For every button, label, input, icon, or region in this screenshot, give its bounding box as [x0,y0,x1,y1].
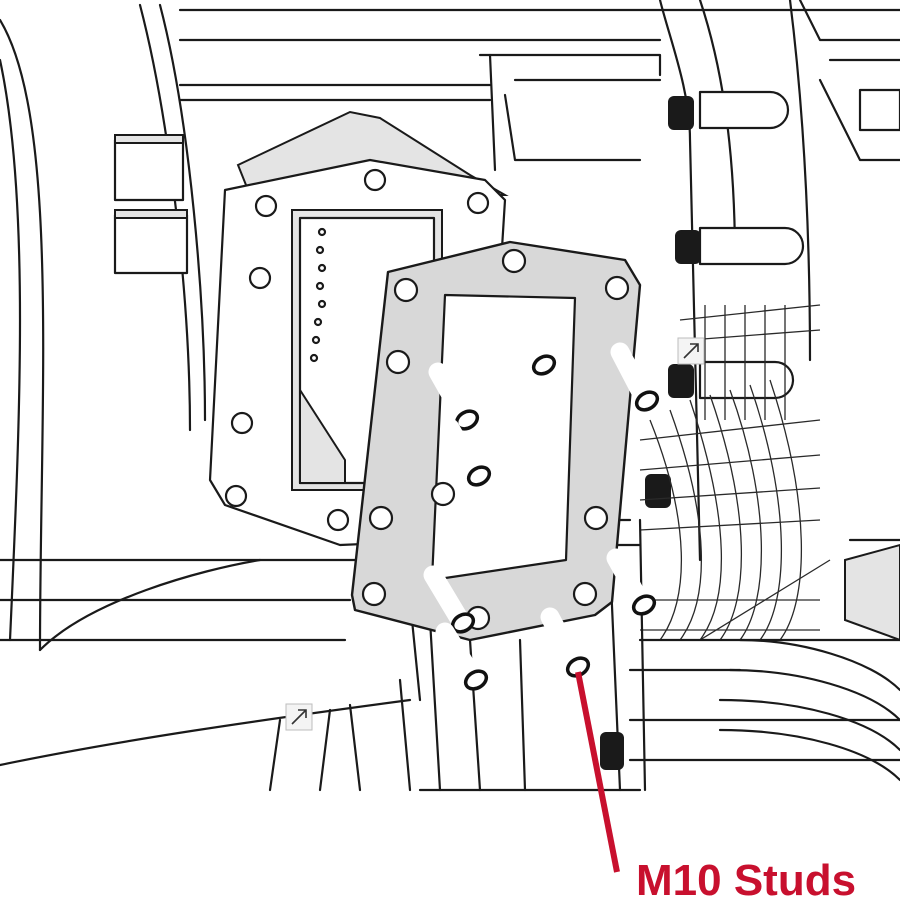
cooling-fins [639,304,831,641]
stud [610,342,660,412]
m10-studs [423,306,660,691]
nut [668,364,694,398]
arrow-up-right-icon [285,703,313,731]
stud [506,306,557,376]
nut [645,474,671,508]
stud [440,418,492,487]
nut [600,732,624,770]
stud [606,548,657,616]
nut [675,230,701,264]
stud [540,607,591,678]
arrow-up-right-icon [677,337,705,365]
nut [668,96,694,130]
callout-label: M10 Studs [636,856,857,905]
engine-block-background [0,0,900,792]
callout-leader-line [575,671,620,873]
stud [435,622,489,691]
gasket-plate [350,240,642,642]
port-bolt-dots [309,227,327,363]
stud [423,565,476,634]
